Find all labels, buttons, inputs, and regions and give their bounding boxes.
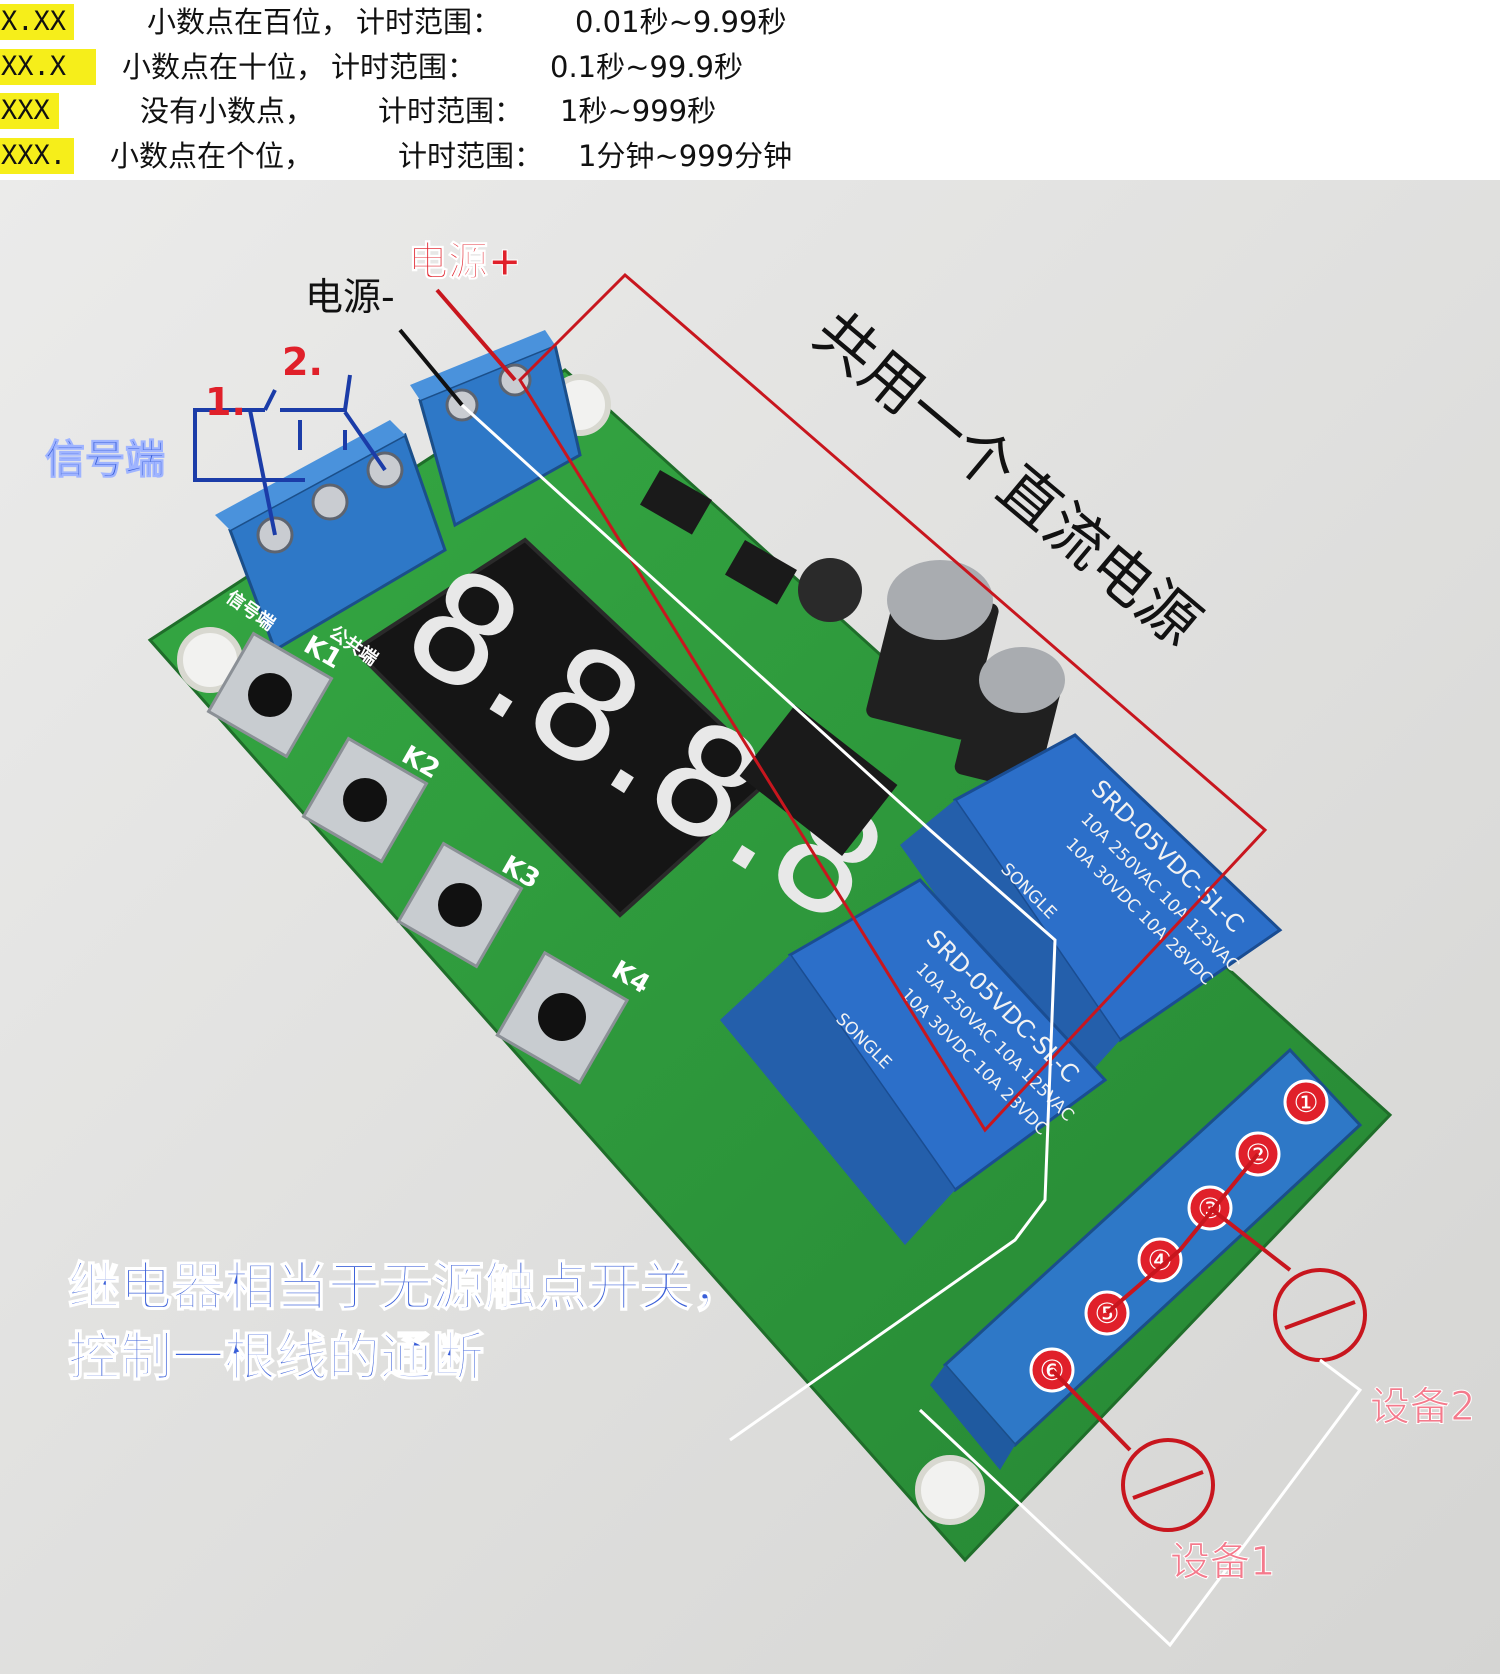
range-value: 0.01秒~9.99秒 — [575, 5, 787, 39]
chip — [640, 470, 712, 535]
power-terminal-block — [410, 330, 582, 528]
mode-description: 小数点在十位， — [122, 50, 326, 84]
power-minus-wire — [398, 328, 464, 407]
push-button-k1: K1 — [206, 630, 347, 759]
timing-range-legend: X.XX 小数点在百位， 计时范围： 0.01秒~9.99秒 XX.X 小数点在… — [0, 0, 1500, 180]
mode-description: 没有小数点， — [140, 94, 315, 128]
inductor — [798, 558, 862, 622]
push-button-k2: K2 — [301, 736, 445, 864]
terminal-badge-4: ④ — [1137, 1237, 1183, 1283]
power-minus-label: 电源- — [305, 275, 395, 319]
terminal-number: ⑤ — [1094, 1297, 1119, 1330]
relay-wire — [1105, 1152, 1260, 1315]
power-plus-label: 电源+ — [408, 239, 522, 285]
device-2-label: 设备2 — [1370, 1384, 1475, 1430]
mode-row: XX.X 小数点在十位， 计时范围： 0.1秒~99.9秒 — [0, 47, 1500, 89]
relay-note-line-2: 控制一根线的通断 — [68, 1328, 484, 1388]
range-label: 计时范围： — [356, 5, 502, 39]
signal-2-label: 2. — [282, 340, 323, 384]
mode-description: 小数点在百位， — [147, 5, 351, 39]
mode-code: XX.X — [0, 49, 96, 85]
terminal-badge-1: ① — [1283, 1079, 1329, 1125]
common-white-wire — [460, 403, 1057, 1442]
capacitor — [866, 560, 999, 740]
signal-switch-schematic — [193, 374, 387, 536]
device2-wire — [1208, 1206, 1292, 1272]
relay-board-photo: 8.8.8.8. K1 K2 K3 K4 信号端 公共端 SRD — [0, 180, 1500, 1674]
terminal-number: ① — [1293, 1086, 1318, 1119]
range-value: 1秒~999秒 — [560, 94, 717, 128]
signal-terminal-block — [215, 420, 447, 653]
range-label: 计时范围： — [331, 50, 477, 84]
device1-wire — [1050, 1368, 1132, 1452]
range-value: 1分钟~999分钟 — [578, 139, 793, 173]
range-value: 0.1秒~99.9秒 — [550, 50, 743, 84]
device-1-symbol — [1121, 1438, 1215, 1532]
signal-label: 信号端 — [45, 437, 165, 483]
shared-supply-outline — [518, 272, 1268, 1133]
microcontroller-chip — [739, 705, 898, 856]
mode-row: X.XX 小数点在百位， 计时范围： 0.01秒~9.99秒 — [0, 2, 1500, 44]
signal-1-label: 1. — [205, 380, 246, 424]
device-return-wire — [918, 1358, 1363, 1648]
mode-code: XXX. — [0, 138, 74, 174]
mode-description: 小数点在个位， — [110, 139, 314, 173]
range-label: 计时范围： — [398, 139, 544, 173]
power-plus-wire — [435, 288, 517, 382]
mode-row: XXX. 小数点在个位， 计时范围： 1分钟~999分钟 — [0, 136, 1500, 178]
chip — [725, 540, 797, 605]
range-label: 计时范围： — [378, 94, 524, 128]
mode-code: XXX — [0, 93, 59, 129]
mounting-hole — [915, 1455, 985, 1525]
mode-code: X.XX — [0, 4, 74, 40]
device-1-label: 设备1 — [1170, 1539, 1275, 1585]
push-button-k3: K3 — [396, 841, 545, 969]
relay-note-line-1: 继电器相当于无源触点开关， — [68, 1258, 744, 1318]
mode-row: XXX 没有小数点， 计时范围： 1秒~999秒 — [0, 91, 1500, 133]
